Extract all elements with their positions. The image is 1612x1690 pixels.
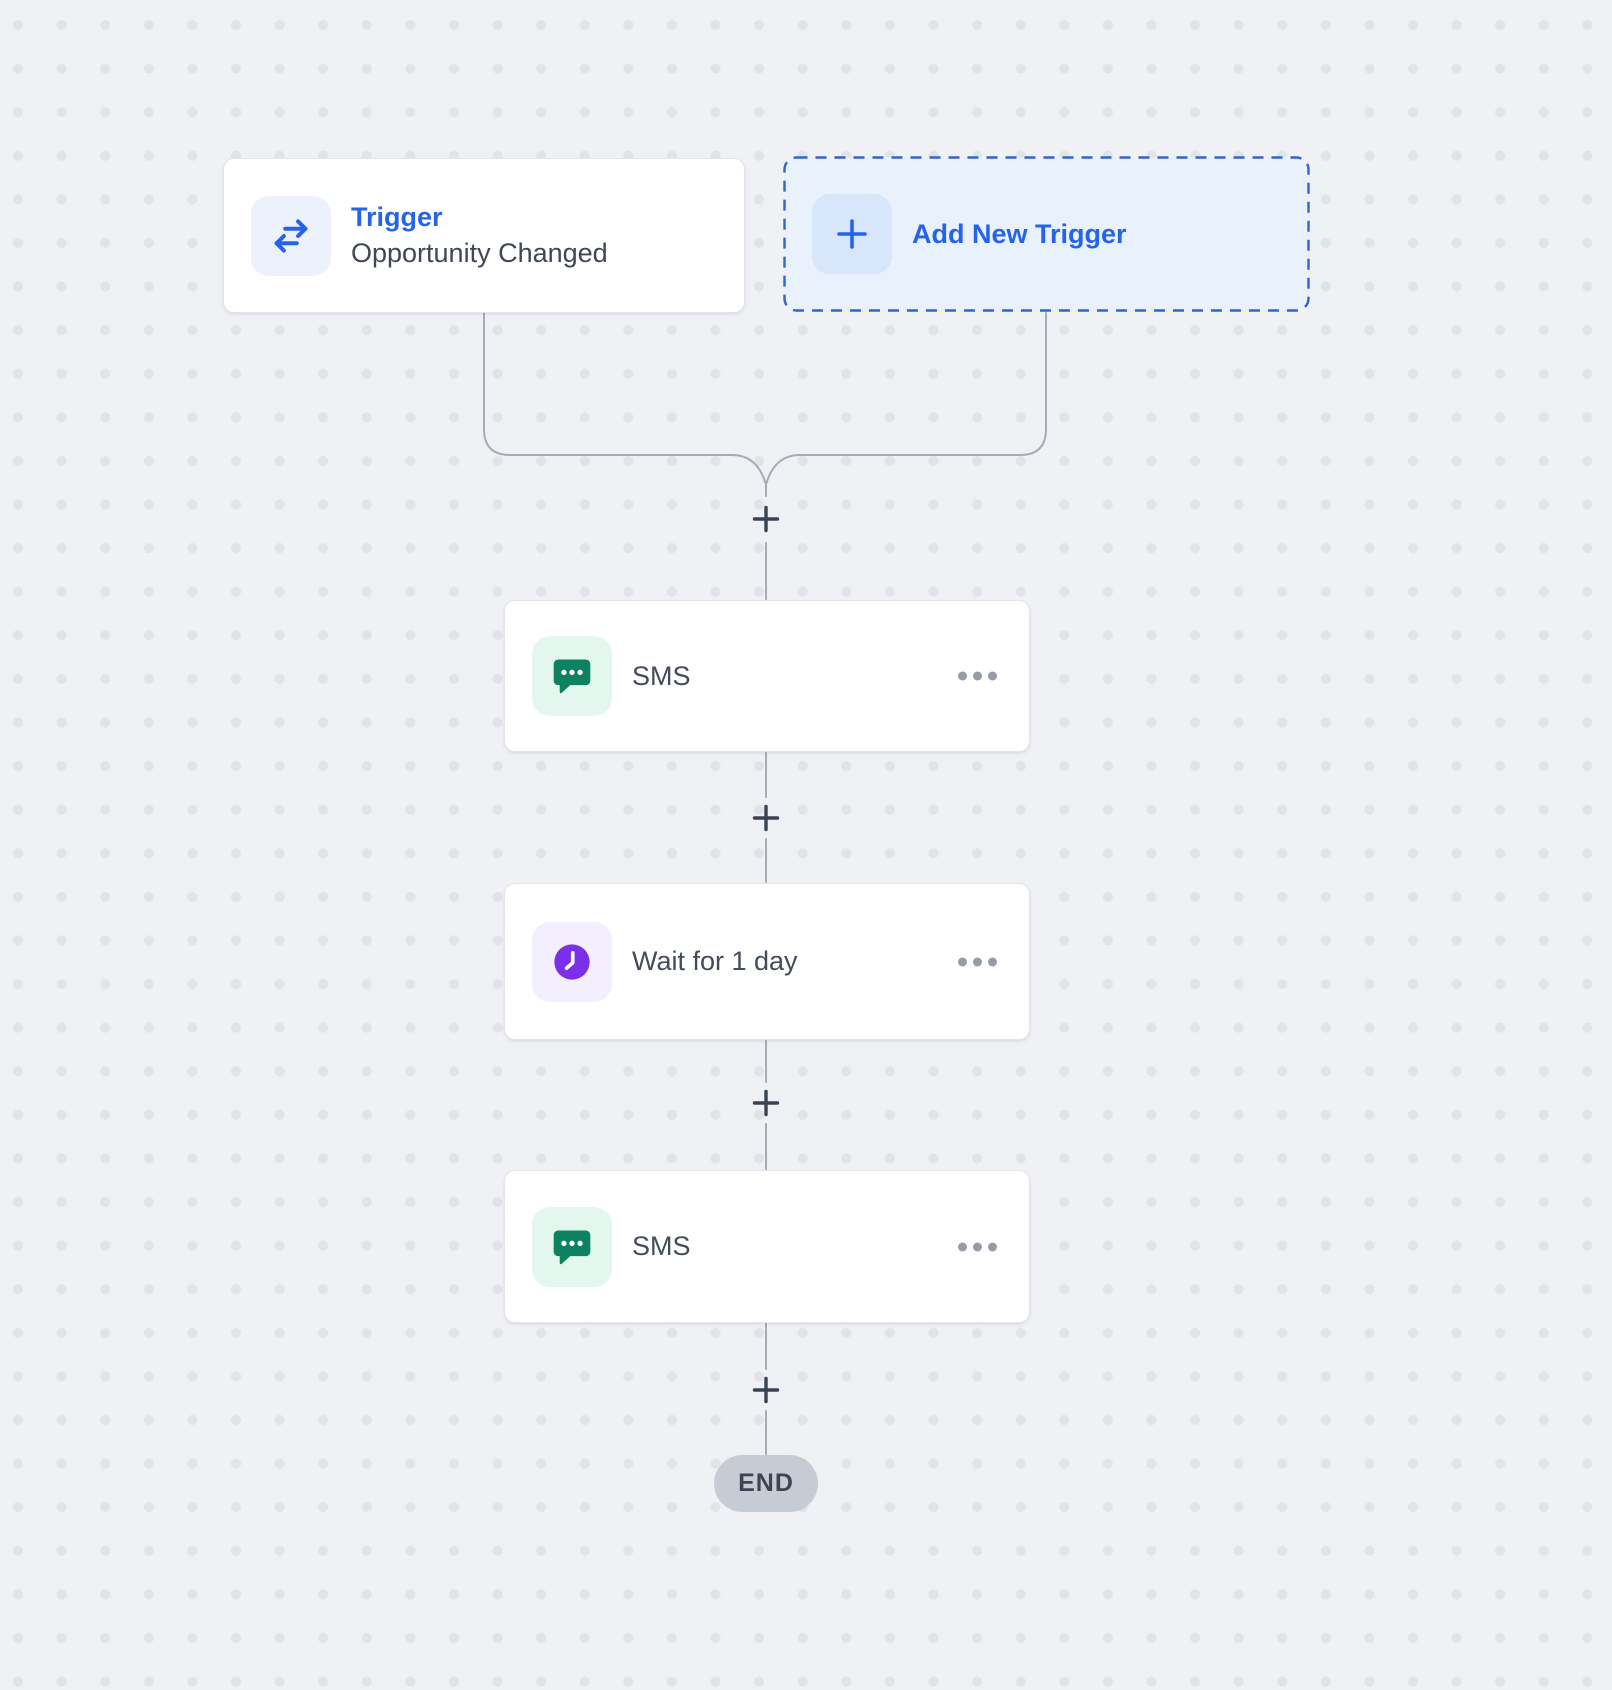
add-new-trigger-label: Add New Trigger [912, 218, 1127, 249]
plus-icon [752, 1089, 780, 1117]
clock-icon [532, 921, 612, 1002]
add-step-button[interactable] [744, 1368, 788, 1412]
plus-icon [752, 1376, 780, 1404]
plus-icon [812, 194, 892, 274]
step-sms-2[interactable]: SMS [504, 1170, 1030, 1323]
chat-bubble-icon [532, 1206, 612, 1287]
swap-arrows-icon [251, 195, 331, 276]
trigger-node-subtitle: Opportunity Changed [351, 237, 608, 268]
add-step-button[interactable] [744, 796, 788, 840]
trigger-node[interactable]: Trigger Opportunity Changed [223, 158, 745, 313]
add-step-button[interactable] [744, 1081, 788, 1125]
add-new-trigger-button[interactable]: Add New Trigger [783, 156, 1310, 312]
chat-bubble-icon [532, 636, 612, 716]
step-sms-1[interactable]: SMS [504, 600, 1030, 752]
step-wait[interactable]: Wait for 1 day [504, 883, 1030, 1040]
step-label: SMS [632, 660, 691, 691]
ellipsis-icon[interactable] [954, 949, 1001, 974]
trigger-node-title: Trigger [351, 201, 443, 232]
step-label: Wait for 1 day [632, 946, 798, 976]
plus-icon [752, 804, 780, 832]
end-badge-label: END [738, 1469, 794, 1497]
add-step-button[interactable] [744, 497, 788, 541]
step-label: SMS [632, 1231, 691, 1261]
ellipsis-icon[interactable] [954, 664, 1001, 689]
dashed-border [783, 156, 1310, 312]
plus-icon [752, 505, 780, 533]
end-badge: END [714, 1455, 818, 1512]
ellipsis-icon[interactable] [954, 1234, 1001, 1259]
